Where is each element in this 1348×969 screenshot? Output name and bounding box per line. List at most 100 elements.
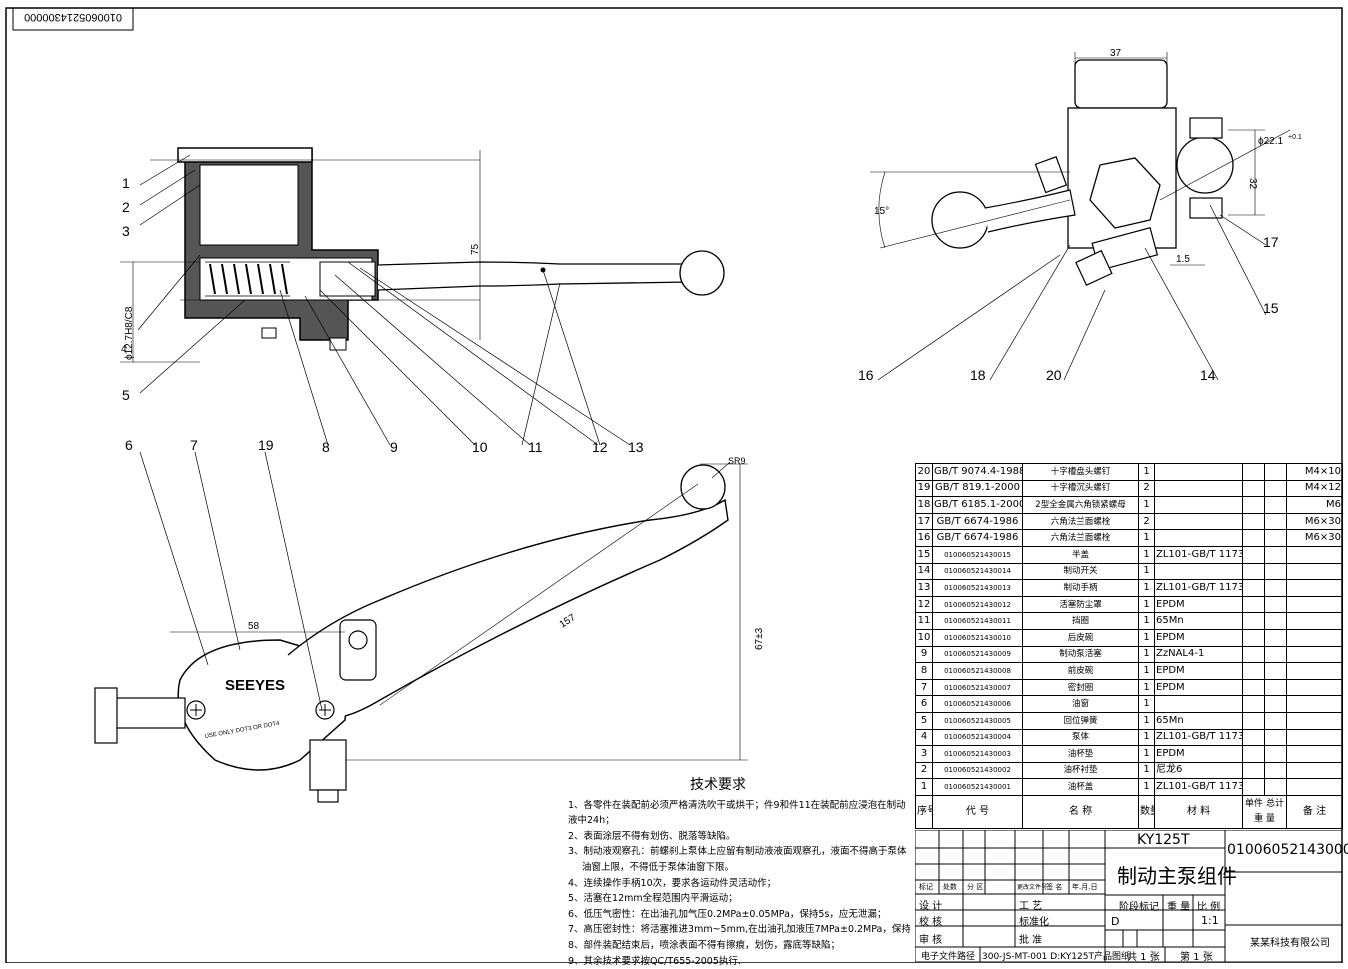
svg-text:18: 18 — [970, 367, 986, 383]
mark-header: 处数 — [943, 883, 957, 891]
bom-cell-qty: 1 — [1138, 562, 1155, 581]
front-view — [94, 451, 748, 803]
bom-cell-note — [1286, 662, 1343, 680]
bom-cell-u — [1242, 562, 1265, 581]
bom-cell-qty: 1 — [1138, 695, 1155, 713]
bom-cell-code: GB/T 6674-1986 — [932, 512, 1023, 531]
bom-cell-mat: ZL101-GB/T 1173-2013 — [1154, 728, 1243, 747]
bom-cell-code: 010060521430009 — [932, 645, 1023, 664]
svg-text:32: 32 — [1247, 178, 1258, 190]
stamp-box — [12, 7, 134, 31]
bom-cell-name: 2型全金属六角锁紧螺母 — [1022, 496, 1139, 514]
bom-cell-no: 13 — [915, 579, 933, 597]
bom-cell-code: GB/T 819.1-2000 — [932, 479, 1023, 498]
bom-cell-note — [1286, 562, 1343, 581]
bom-cell-code: 010060521430006 — [932, 695, 1023, 713]
bom-cell-mat: EPDM — [1154, 678, 1243, 697]
bom-cell-qty: 1 — [1138, 778, 1155, 796]
bom-cell-note — [1286, 695, 1343, 713]
bom-cell-no: 17 — [915, 512, 933, 531]
model-code: KY125T — [1137, 832, 1190, 848]
mark-header: 标记 — [919, 883, 933, 891]
bom-cell-code: 010060521430008 — [932, 662, 1023, 680]
bom-cell-name: 制动泵活塞 — [1022, 645, 1139, 664]
bom-cell-mat: 65Mn — [1154, 612, 1243, 630]
bom-cell-code: GB/T 9074.4-1988 — [932, 463, 1023, 481]
svg-text:9: 9 — [390, 439, 398, 455]
bom-cell-mat: ZL101-GB/T 1173-2013 — [1154, 579, 1243, 597]
bom-cell-no: 6 — [915, 695, 933, 713]
title-block: KY125T 制动主泵组件 010060521430000 某某科技有限公司 标… — [915, 830, 1348, 963]
svg-text:+0.1: +0.1 — [1288, 134, 1302, 141]
bom-cell-u — [1242, 628, 1265, 647]
tech-item: 1、各零件在装配前必须严格清洗吹干或烘干；件9和件11在装配前应浸泡在制动液中2… — [568, 799, 906, 827]
bom-cell-u — [1242, 512, 1265, 531]
svg-text:19: 19 — [258, 437, 274, 453]
bom-cell-name: 六角法兰面螺栓 — [1022, 512, 1139, 531]
svg-text:4: 4 — [121, 344, 127, 355]
bom-cell-t — [1264, 778, 1287, 796]
bom-cell-mat: 65Mn — [1154, 711, 1243, 730]
bom-cell-t — [1264, 545, 1287, 564]
bom-cell-no: 20 — [915, 463, 933, 481]
bom-cell-t — [1264, 463, 1287, 481]
tech-item: 9、其余技术要求按QC/T655-2005执行. — [568, 955, 741, 967]
weight-label: 重 量 — [1167, 902, 1191, 913]
svg-text:58: 58 — [248, 621, 260, 632]
bom-cell-u — [1242, 761, 1265, 780]
bom-cell-qty: 1 — [1138, 678, 1155, 697]
bom-cell-qty: 2 — [1138, 512, 1155, 531]
file-path: 300-JS-MT-001 D:KY125T产品图纸 — [982, 952, 1130, 962]
bom-cell-name: 十字槽沉头螺钉 — [1022, 479, 1139, 498]
bom-cell-t — [1264, 562, 1287, 581]
svg-text:37: 37 — [1110, 48, 1122, 59]
bom-cell-note: M4×10 — [1286, 463, 1343, 481]
svg-text:SR9: SR9 — [728, 456, 746, 466]
tech-item: 油窗上限，不得低于泵体油窗下限。 — [582, 861, 735, 873]
bom-cell-u — [1242, 745, 1265, 763]
bom-cell-note — [1286, 778, 1343, 796]
svg-text:14: 14 — [1200, 367, 1216, 383]
bom-cell-t — [1264, 695, 1287, 713]
bom-cell-t — [1264, 529, 1287, 547]
bom-cell-u — [1242, 545, 1265, 564]
bom-cell-t — [1264, 628, 1287, 647]
role-label: 工 艺 — [1019, 901, 1043, 912]
bom-cell-note: M6×30 — [1286, 512, 1343, 531]
bom-cell-code: 010060521430005 — [932, 711, 1023, 730]
bom-cell-no: 12 — [915, 595, 933, 614]
bom-cell-qty: 1 — [1138, 745, 1155, 763]
bom-cell-code: 010060521430015 — [932, 545, 1023, 564]
bom-cell-name: 挡圈 — [1022, 612, 1139, 630]
svg-text:ϕ12.7H8/C8: ϕ12.7H8/C8 — [124, 306, 135, 360]
bom-cell-note — [1286, 728, 1343, 747]
bom-cell-t — [1264, 496, 1287, 514]
bom-cell-no: 18 — [915, 496, 933, 514]
bom-cell-u — [1242, 612, 1265, 630]
bom-cell-note — [1286, 612, 1343, 630]
bom-cell-qty: 1 — [1138, 728, 1155, 747]
bom-cell-no: 2 — [915, 761, 933, 780]
technical-requirements: 技术要求 1、各零件在装配前必须严格清洗吹干或烘干；件9和件11在装配前应浸泡在… — [568, 777, 910, 969]
bom-cell-mat — [1154, 496, 1243, 514]
bom-cell-name: 后皮碗 — [1022, 628, 1139, 647]
bom-cell-t — [1264, 595, 1287, 614]
bom-cell-name: 半盖 — [1022, 545, 1139, 564]
bom-cell-name: 十字槽盘头螺钉 — [1022, 463, 1139, 481]
bom-cell-note: M6 — [1286, 496, 1343, 514]
side-view-labels: 1 2 3 5 8 9 10 11 12 13 75 ϕ12.7H8/C8 4 — [121, 175, 644, 455]
svg-text:16: 16 — [858, 367, 874, 383]
scale-value: 1:1 — [1201, 914, 1219, 927]
svg-text:10: 10 — [472, 439, 488, 455]
bom-cell-qty: 1 — [1138, 761, 1155, 780]
top-view-labels: 37 ϕ22.1 +0.1 32 15° 1.5 17 15 16 18 20 … — [858, 48, 1302, 383]
